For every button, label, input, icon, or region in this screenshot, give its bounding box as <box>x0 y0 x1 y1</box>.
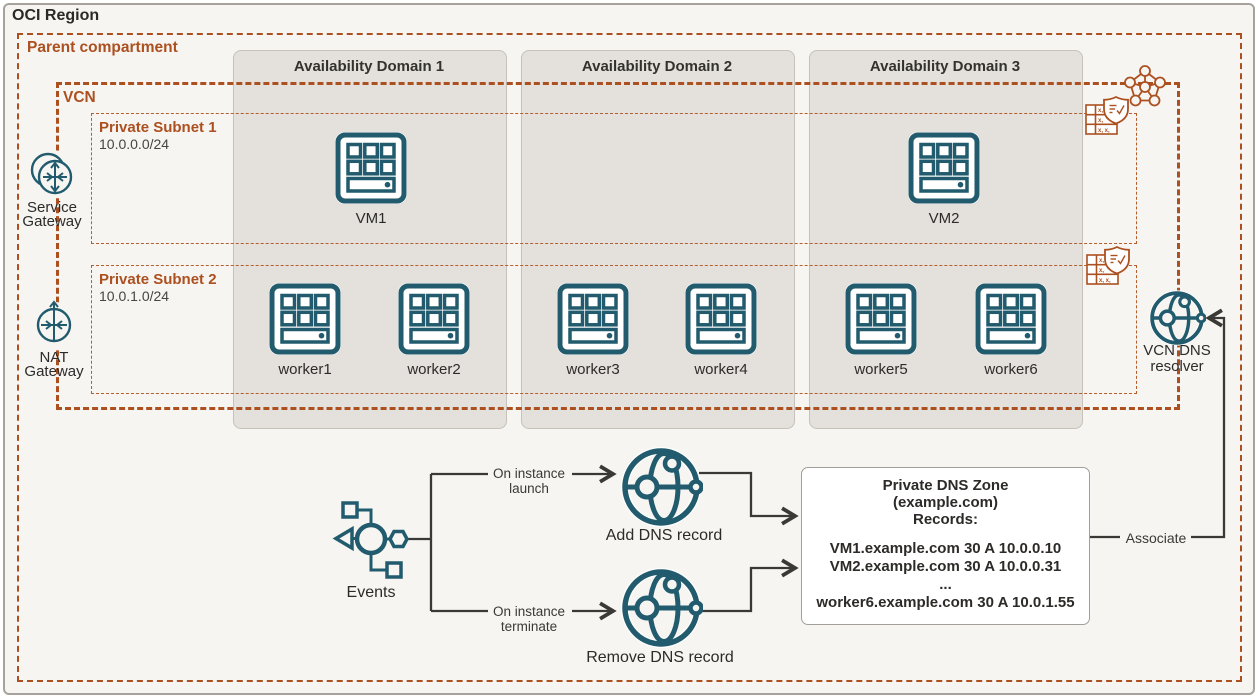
nat-gateway-icon <box>31 300 77 348</box>
events-label: Events <box>346 584 396 601</box>
remove-dns-record-label: Remove DNS record <box>586 649 734 666</box>
private-subnet-1-border <box>91 113 1137 244</box>
vm2-node: VM2 <box>904 128 984 227</box>
add-dns-record-icon <box>621 447 703 527</box>
associate-label: Associate <box>1125 530 1187 546</box>
compute-instance-icon <box>975 283 1047 355</box>
private-subnet-2-cidr: 10.0.1.0/24 <box>99 288 170 304</box>
nat-gateway-label-line2: Gateway <box>24 363 84 380</box>
worker2-node: worker2 <box>394 279 474 378</box>
route-table-security-list-icon: x, x, x, x, <box>1085 95 1129 135</box>
on-instance-launch-line1: On instance <box>492 466 566 481</box>
dns-record-vm1: VM1.example.com 30 A 10.0.0.10 <box>829 540 1062 557</box>
service-gateway-label-line2: Gateway <box>22 213 82 230</box>
private-dns-zone-box: Private DNS Zone (example.com) Records: … <box>801 467 1090 625</box>
vcn-dns-resolver-icon <box>1149 290 1206 346</box>
service-gateway-label-line1: Service <box>26 199 78 216</box>
svg-text:x,: x, <box>1099 268 1104 274</box>
vm2-label: VM2 <box>928 210 960 227</box>
on-instance-launch-label: On instance launch <box>493 466 565 496</box>
compute-instance-icon <box>845 283 917 355</box>
route-table-security-list-icon: x, x, x, x, <box>1086 245 1130 285</box>
dns-record-ellipsis: ... <box>939 576 952 593</box>
worker5-node: worker5 <box>841 279 921 378</box>
availability-domain-3-title: Availability Domain 3 <box>869 58 1021 75</box>
svg-text:x,: x, <box>1099 258 1104 264</box>
worker3-node: worker3 <box>553 279 633 378</box>
vcn-dns-resolver-label-line2: resolver <box>1150 358 1204 375</box>
availability-domain-1-title: Availability Domain 1 <box>293 58 445 75</box>
vm1-node: VM1 <box>331 128 411 227</box>
worker5-label: worker5 <box>854 361 908 378</box>
worker3-label: worker3 <box>566 361 620 378</box>
dns-record-worker6: worker6.example.com 30 A 10.0.1.55 <box>816 594 1075 611</box>
add-dns-record-label: Add DNS record <box>605 527 723 544</box>
dns-zone-title: Private DNS Zone <box>882 477 1009 494</box>
svg-text:x, x,: x, x, <box>1099 278 1111 284</box>
private-subnet-1-label: Private Subnet 1 <box>99 119 217 136</box>
compute-instance-icon <box>557 283 629 355</box>
dns-zone-domain: (example.com) <box>892 494 999 511</box>
svg-text:x,: x, <box>1098 108 1103 114</box>
vcn-dns-resolver-label-line1: VCN DNS <box>1143 342 1211 359</box>
worker6-node: worker6 <box>971 279 1051 378</box>
compute-instance-icon <box>335 132 407 204</box>
worker1-label: worker1 <box>278 361 332 378</box>
availability-domain-2-title: Availability Domain 2 <box>581 58 733 75</box>
vm1-label: VM1 <box>355 210 387 227</box>
vcn-label: VCN <box>63 89 96 106</box>
parent-compartment-border <box>17 33 1242 682</box>
on-instance-terminate-line1: On instance <box>492 604 566 619</box>
vcn-border <box>56 82 1180 410</box>
parent-compartment-label: Parent compartment <box>27 39 178 56</box>
worker1-node: worker1 <box>265 279 345 378</box>
compute-instance-icon <box>398 283 470 355</box>
oci-region-label: OCI Region <box>12 7 100 24</box>
svg-text:x, x,: x, x, <box>1098 128 1110 134</box>
events-icon <box>332 501 409 579</box>
worker6-label: worker6 <box>984 361 1038 378</box>
private-subnet-2-border <box>91 265 1137 394</box>
on-instance-terminate-label: On instance terminate <box>493 604 565 634</box>
on-instance-terminate-line2: terminate <box>500 619 558 634</box>
nat-gateway-label-line1: NAT <box>39 349 69 366</box>
private-subnet-2-label: Private Subnet 2 <box>99 271 217 288</box>
compute-instance-icon <box>269 283 341 355</box>
dns-zone-records-heading: Records: <box>912 511 979 528</box>
compute-instance-icon <box>908 132 980 204</box>
worker4-label: worker4 <box>694 361 748 378</box>
vcn-pentagon-icon <box>1124 65 1166 107</box>
private-subnet-1-cidr: 10.0.0.0/24 <box>99 136 170 152</box>
remove-dns-record-icon <box>621 568 703 648</box>
svg-text:x,: x, <box>1098 118 1103 124</box>
worker4-node: worker4 <box>681 279 761 378</box>
compute-instance-icon <box>685 283 757 355</box>
dns-record-vm2: VM2.example.com 30 A 10.0.0.31 <box>829 558 1062 575</box>
worker2-label: worker2 <box>407 361 461 378</box>
service-gateway-icon <box>28 150 76 198</box>
on-instance-launch-line2: launch <box>509 481 549 496</box>
